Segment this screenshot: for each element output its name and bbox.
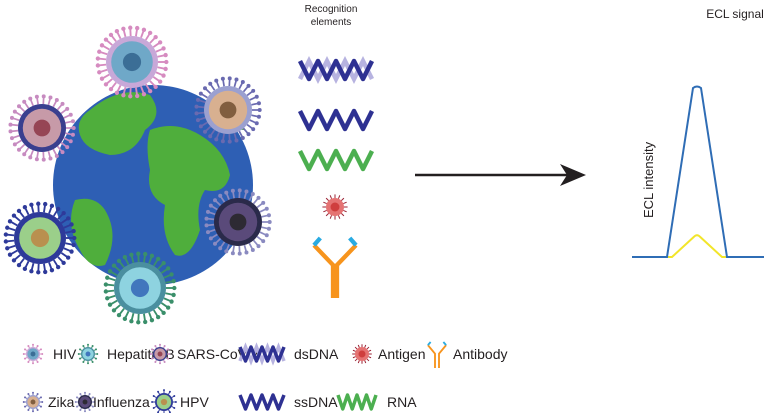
legend-dsdna-label: dsDNA [294,346,339,362]
legend-antigen-icon [352,344,372,364]
arrow-icon [415,164,586,186]
legend-hiv-icon [22,343,44,365]
legend-antibody-label: Antibody [453,346,507,362]
legend-ssdna-label: ssDNA [294,394,338,410]
hepb-virus-icon [103,251,177,325]
ecl-signal-title: ECL signal [706,7,764,21]
legend-influenza-icon [74,391,96,413]
recognition-label-2: elements [311,17,352,28]
series-low-line [632,234,764,258]
legend-influenza-label: Influenza [93,394,150,410]
legend-sars-label: SARS-CoV-2 [177,346,259,362]
legend-antibody-icon [427,341,447,368]
legend-hpv-label: HPV [180,394,209,410]
influenza-virus-icon [204,188,272,256]
zika-virus-icon [194,76,262,144]
recognition-label: Recognition [305,4,358,15]
legend-antigen-label: Antigen [378,346,425,362]
ssdna-icon [297,108,375,132]
antibody-icon [312,236,358,298]
legend-zika-label: Zika [48,394,75,410]
legend-hiv-label: HIV [53,346,77,362]
globe-icon [53,85,253,285]
legend-rna-icon [336,393,378,411]
legend-hepb-icon [77,343,99,365]
hpv-virus-icon [3,201,77,275]
legend-sars-icon [149,343,171,365]
legend-zika-icon [22,391,44,413]
legend-ssdna-icon [238,393,286,411]
chart-ylabel: ECL intensity [641,141,656,218]
ecl-chart: ECL intensity [632,85,764,258]
dsdna-icon [297,55,375,85]
sars-virus-icon [8,94,76,162]
series-high-line [632,85,764,258]
legend-dsdna-icon [238,342,286,366]
hiv-virus-icon [95,25,169,99]
antigen-icon [322,194,348,220]
legend-hpv-icon [151,389,177,413]
legend-rna-label: RNA [387,394,417,410]
rna-icon [297,148,375,172]
